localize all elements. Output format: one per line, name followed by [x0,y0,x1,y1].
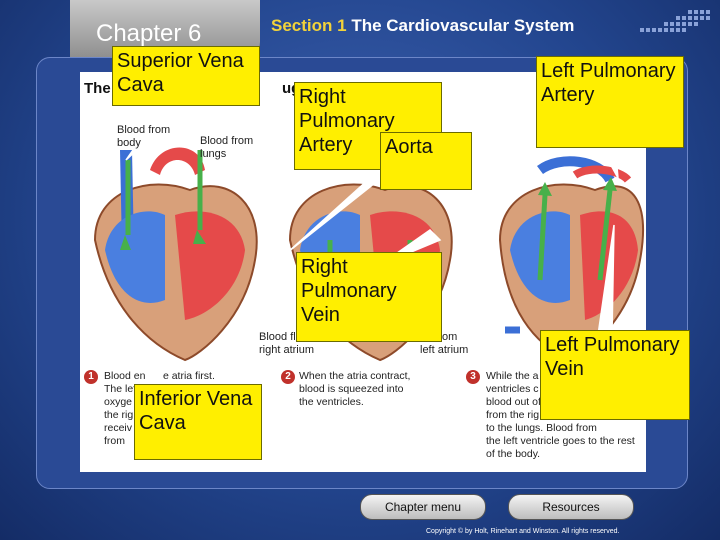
copyright-text: Copyright © by Holt, Rinehart and Winsto… [426,528,620,535]
step-text-1: Blood en e atria first. The left oxyge t… [104,370,215,447]
pointer-aorta [469,169,548,183]
callout-left-pulmonary-artery: Left Pulmonary Artery [536,56,684,148]
chapter-title: Chapter 6 [96,20,202,47]
callout-pointers [111,104,619,386]
resources-button[interactable]: Resources [508,494,634,520]
callout-aorta: Aorta [380,132,472,190]
section-title: Section 1 The Cardiovascular System [271,16,574,36]
decorative-grid-icon [640,10,710,32]
step-number-2: 2 [281,370,295,384]
callout-inferior-vena-cava: Inferior Vena Cava [134,384,262,460]
section-name: The Cardiovascular System [351,16,575,35]
step-number-1: 1 [84,370,98,384]
figure-title-start: The [84,80,111,97]
step-text-3: While the a ventricles c blood out of fr… [486,370,635,460]
callout-right-pulmonary-vein: Right Pulmonary Vein [296,252,442,342]
step-number-3: 3 [466,370,480,384]
callout-left-pulmonary-vein: Left Pulmonary Vein [540,330,690,420]
step-text-2: When the atria contract, blood is squeez… [299,370,411,408]
chapter-menu-button[interactable]: Chapter menu [360,494,486,520]
callout-right-pulmonary-artery: Right Pulmonary Artery [294,82,442,170]
label-blood-from-body: Blood from body [117,124,171,149]
section-number: Section 1 [271,16,347,35]
callout-superior-vena-cava: Superior Vena Cava [112,46,260,106]
heart-diagram-1 [93,147,258,362]
label-right-atrium: Blood fl right atrium [259,331,315,356]
label-blood-from-lungs: Blood from lungs [200,135,254,160]
